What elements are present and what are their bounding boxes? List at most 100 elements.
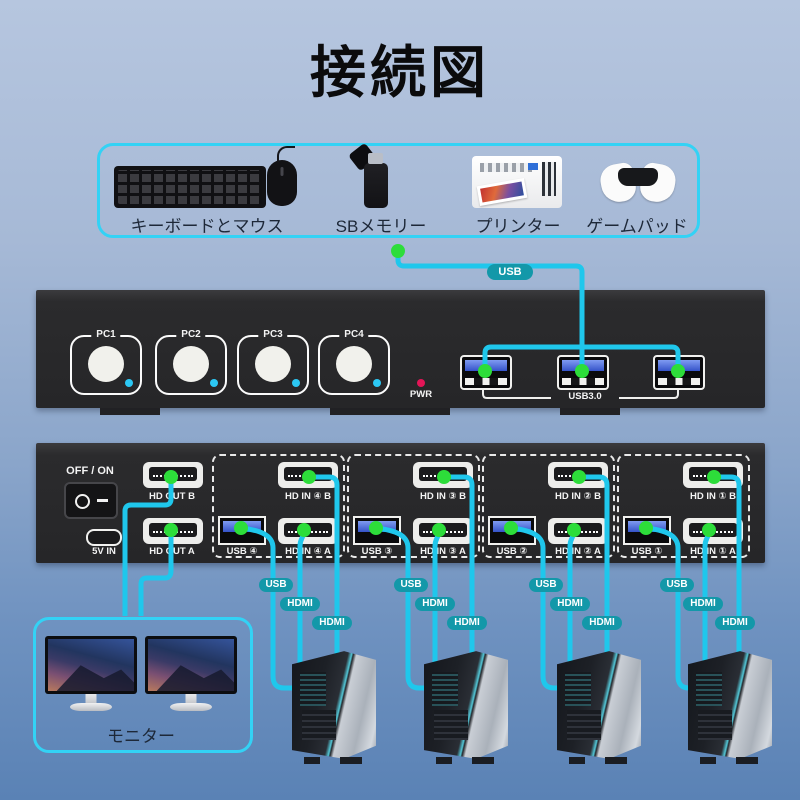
- mouse-icon: [267, 146, 297, 206]
- pc-tower-case: [292, 651, 376, 759]
- usb-cable-label: USB: [259, 578, 293, 592]
- hd-out-b-port: [143, 462, 203, 488]
- pc2-select-button[interactable]: PC2: [155, 329, 227, 395]
- hd-in-4a-label: HD IN ④ A: [285, 546, 331, 557]
- usb-cable-label: USB: [394, 578, 428, 592]
- pc-tower-icon: [688, 650, 772, 764]
- panel-foot: [100, 408, 160, 415]
- pwr-led-icon: [417, 379, 425, 387]
- hd-in-3b-label: HD IN ③ B: [419, 491, 467, 502]
- pc1-label: PC1: [91, 329, 121, 340]
- front-usb3-port-1: [460, 355, 512, 390]
- monitor-neck-icon: [185, 694, 197, 704]
- pc-tower-feet: [304, 757, 362, 764]
- usb-1-port: [623, 516, 671, 545]
- pc2-led-icon: [210, 379, 218, 387]
- printer-icon: [472, 156, 562, 208]
- keyboard-mouse-label: キーボードとマウス: [130, 217, 284, 236]
- usb-4-label: USB ④: [226, 546, 258, 557]
- pc4-led-icon: [373, 379, 381, 387]
- page-title: 接続図: [310, 41, 490, 104]
- hd-in-3a-port: [413, 518, 473, 544]
- hdmi-cable-label: HDMI: [582, 616, 622, 630]
- usb-memory-label: SBメモリー: [335, 217, 427, 236]
- hd-in-3a-label: HD IN ③ A: [420, 546, 466, 557]
- hdmi-cable-label: HDMI: [715, 616, 755, 630]
- gamepad-label: ゲームパッド: [586, 217, 688, 236]
- hdmi-cable-label: HDMI: [550, 597, 590, 611]
- hdmi-cable-label: HDMI: [280, 597, 320, 611]
- hd-in-4a-port: [278, 518, 338, 544]
- kvm-back-panel: OFF / ON 5V IN HD OUT B HD OUT A HD IN ④…: [36, 443, 765, 563]
- hd-in-2b-label: HD IN ② B: [554, 491, 602, 502]
- gamepad-touchpad-icon: [618, 168, 658, 186]
- pc3-button-face[interactable]: [255, 346, 291, 382]
- usb-3-label: USB ③: [361, 546, 393, 557]
- pc3-select-button[interactable]: PC3: [237, 329, 309, 395]
- gamepad-icon: [601, 158, 675, 204]
- monitor-base-icon: [170, 703, 212, 711]
- usb-memory-icon: [364, 153, 388, 208]
- usb-2-port: [488, 516, 536, 545]
- pc2-button-face[interactable]: [173, 346, 209, 382]
- monitor-icon: [45, 636, 137, 716]
- hd-in-2a-label: HD IN ② A: [555, 546, 601, 557]
- pc-tower-feet: [700, 757, 758, 764]
- hdmi-cable-label: HDMI: [312, 616, 352, 630]
- hd-out-a-port: [143, 518, 203, 544]
- monitor-neck-icon: [85, 694, 97, 704]
- pc3-led-icon: [292, 379, 300, 387]
- usb-4-port: [218, 516, 266, 545]
- monitor-screen-icon: [45, 636, 137, 694]
- front-usb3-port-3: [653, 355, 705, 390]
- hd-in-1a-label: HD IN ① A: [690, 546, 736, 557]
- pc-tower-icon: [424, 650, 508, 764]
- monitor-screen-icon: [145, 636, 237, 694]
- pc-tower-icon: [557, 650, 641, 764]
- usb-cable-label: USB: [487, 264, 533, 280]
- hd-in-3b-port: [413, 462, 473, 488]
- pc1-led-icon: [125, 379, 133, 387]
- hd-out-b-label: HD OUT B: [149, 491, 195, 502]
- panel-foot: [560, 408, 620, 415]
- kvm-front-panel: [36, 290, 765, 408]
- panel-foot: [330, 408, 450, 415]
- pc2-label: PC2: [176, 329, 206, 340]
- hd-in-1b-label: HD IN ① B: [689, 491, 737, 502]
- pwr-label: PWR: [409, 389, 433, 400]
- printer-paper-icon: [476, 177, 528, 207]
- pc1-button-face[interactable]: [88, 346, 124, 382]
- usb-1-label: USB ①: [631, 546, 663, 557]
- pc-tower-case: [424, 651, 508, 759]
- hd-in-4b-label: HD IN ④ B: [284, 491, 332, 502]
- hdmi-cable-label: HDMI: [415, 597, 455, 611]
- pc1-select-button[interactable]: PC1: [70, 329, 142, 395]
- pc4-label: PC4: [339, 329, 369, 340]
- usb30-label: USB3.0: [568, 391, 602, 402]
- printer-screen-icon: [528, 163, 538, 170]
- pc4-select-button[interactable]: PC4: [318, 329, 390, 395]
- pc-tower-feet: [436, 757, 494, 764]
- pc-tower-icon: [292, 650, 376, 764]
- hd-in-1b-port: [683, 462, 743, 488]
- usb-cable-label: USB: [529, 578, 563, 592]
- pc4-button-face[interactable]: [336, 346, 372, 382]
- hdmi-cable-label: HDMI: [447, 616, 487, 630]
- usb-3-port: [353, 516, 401, 545]
- pc3-label: PC3: [258, 329, 288, 340]
- monitors-label: モニター: [107, 727, 175, 746]
- printer-label: プリンター: [475, 217, 561, 236]
- usb-2-label: USB ②: [496, 546, 528, 557]
- power-switch-label: OFF / ON: [66, 465, 114, 477]
- monitor-wallpaper-icon: [148, 639, 234, 691]
- front-usb3-port-2: [557, 355, 609, 390]
- pc-tower-case: [688, 651, 772, 759]
- hd-in-1a-port: [683, 518, 743, 544]
- keyboard-icon: [114, 166, 266, 208]
- hdmi-cable-label: HDMI: [683, 597, 723, 611]
- power-switch[interactable]: [64, 482, 118, 519]
- monitor-icon: [145, 636, 237, 716]
- hd-in-2a-port: [548, 518, 608, 544]
- power-in-port: [86, 529, 122, 546]
